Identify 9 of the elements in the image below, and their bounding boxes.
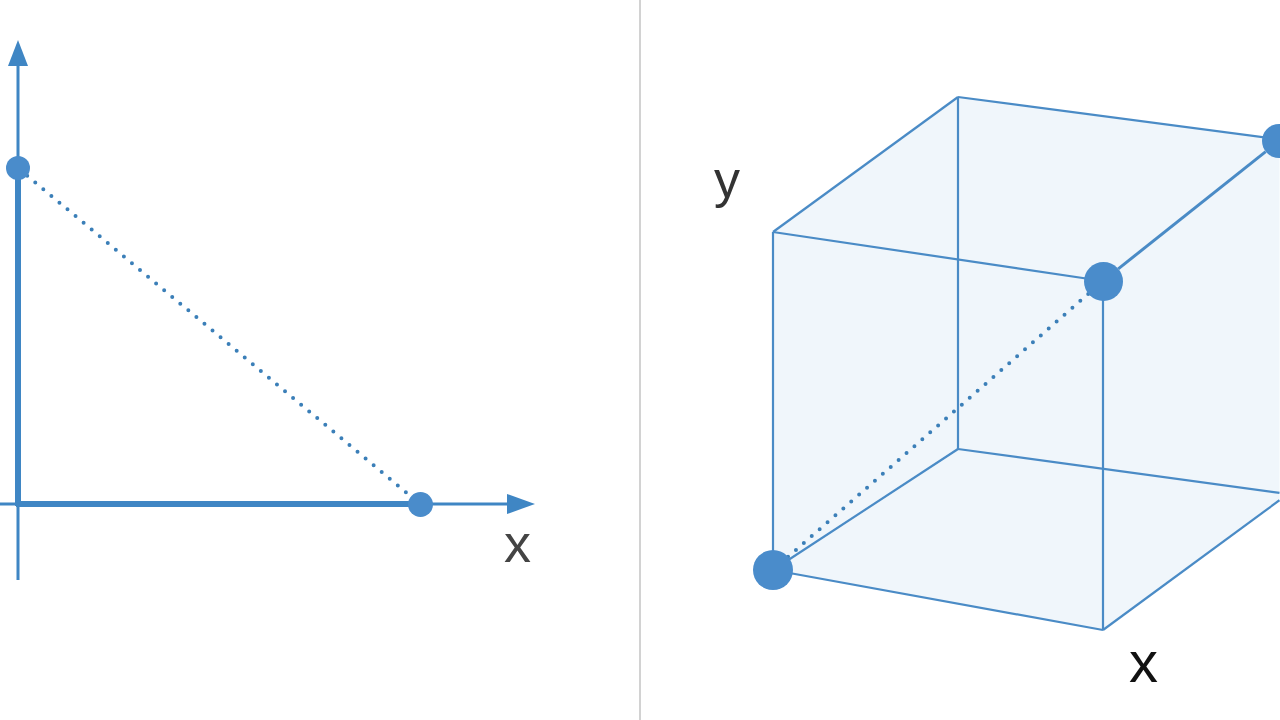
point-marker [1262,124,1280,158]
axis-label: x [504,516,531,570]
point-marker [1083,261,1123,301]
connector-line [1117,150,1267,271]
point-marker [753,550,793,590]
point-marker [407,491,433,517]
dotted-line [786,291,1091,559]
axis-label: x [1129,633,1158,691]
point-marker [6,156,30,180]
